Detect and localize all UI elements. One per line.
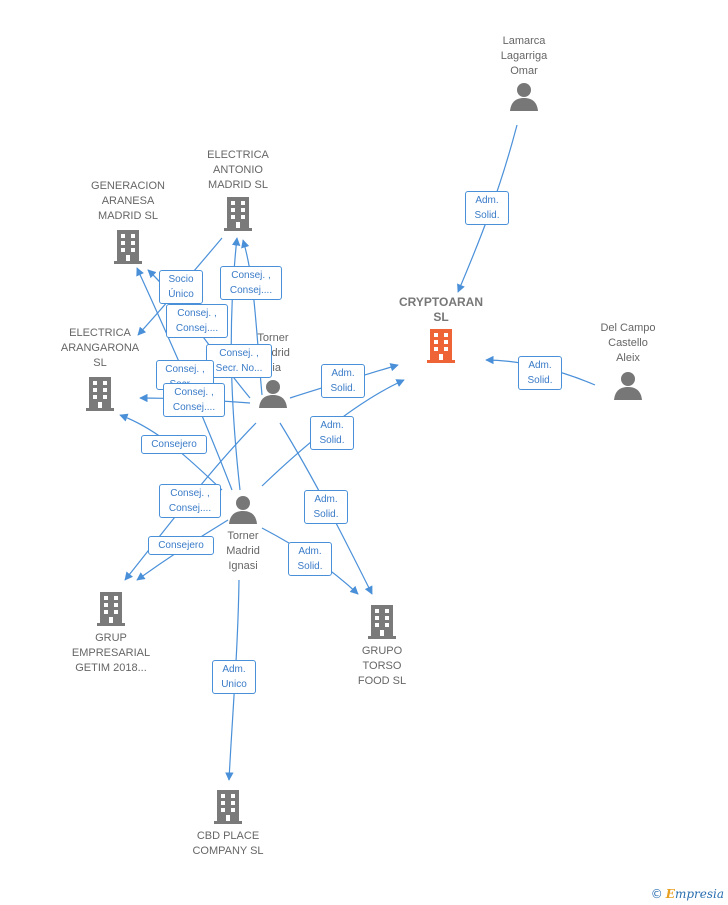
node-cbd-place[interactable]: CBD PLACE COMPANY SL <box>176 788 280 859</box>
edge-label-ignasi-adm-crypto[interactable]: Adm. Solid. <box>310 416 354 450</box>
building-icon <box>224 197 252 231</box>
edge-label-consej-4[interactable]: Consej. , Consej.... <box>163 383 225 417</box>
edge-label-p2-adm-torso[interactable]: Adm. Solid. <box>304 490 348 524</box>
edge-label-consejero-1[interactable]: Consejero <box>141 435 207 454</box>
node-grup-empresarial[interactable]: GRUP EMPRESARIAL GETIM 2018... <box>56 590 166 676</box>
brand-initial: E <box>665 887 675 901</box>
edge-label-consej-2[interactable]: Consej. , Consej.... <box>166 304 228 338</box>
building-icon <box>86 377 114 411</box>
node-generacion[interactable]: GENERACION ARANESA MADRID SL <box>80 179 176 269</box>
person-icon <box>229 496 257 524</box>
edge-label-consej-secr[interactable]: Consej. , Secr. No... <box>206 344 272 378</box>
node-lamarca[interactable]: Lamarca Lagarriga Omar <box>478 34 570 116</box>
edge-label-adm-unico[interactable]: Adm. Unico <box>212 660 256 694</box>
edge-label-consej-1[interactable]: Consej. , Consej.... <box>220 266 282 300</box>
copyright-symbol: © <box>650 887 663 901</box>
person-icon <box>510 83 538 111</box>
brand-logo[interactable]: ©Empresia <box>651 887 724 901</box>
node-label: GRUPO TORSO FOOD SL <box>357 645 407 687</box>
edge-label-lamarca-adm[interactable]: Adm. Solid. <box>465 191 509 225</box>
edge-label-ignasi-adm-torso[interactable]: Adm. Solid. <box>288 542 332 576</box>
building-icon <box>114 230 142 264</box>
building-icon <box>214 790 242 824</box>
person-icon <box>259 380 287 408</box>
edge-label-socio-unico[interactable]: Socio Único <box>159 270 203 304</box>
edge-label-consej-5[interactable]: Consej. , Consej.... <box>159 484 221 518</box>
node-label: GENERACION ARANESA MADRID SL <box>91 180 165 222</box>
node-label: GRUP EMPRESARIAL GETIM 2018... <box>71 632 151 674</box>
brand-name: mpresia <box>674 887 724 901</box>
node-label: CRYPTOARAN SL <box>398 295 483 324</box>
node-torner-ignasi[interactable]: Torner Madrid Ignasi <box>208 494 278 574</box>
node-label: ELECTRICA ANTONIO MADRID SL <box>207 149 269 191</box>
node-delcampo[interactable]: Del Campo Castello Aleix <box>584 321 672 405</box>
building-icon <box>97 592 125 626</box>
edge-label-p2-adm-crypto[interactable]: Adm. Solid. <box>321 364 365 398</box>
building-icon <box>427 329 455 363</box>
building-icon <box>368 605 396 639</box>
person-icon <box>614 372 642 400</box>
node-electrica-antonio[interactable]: ELECTRICA ANTONIO MADRID SL <box>192 148 284 236</box>
node-label: CBD PLACE COMPANY SL <box>192 830 264 857</box>
node-label: ELECTRICA ARANGARONA SL <box>60 327 140 369</box>
node-label: Del Campo Castello Aleix <box>600 322 656 364</box>
edge-label-delcampo-adm[interactable]: Adm. Solid. <box>518 356 562 390</box>
edge-label-consejero-2[interactable]: Consejero <box>148 536 214 555</box>
node-cryptoaran[interactable]: CRYPTOARAN SL <box>388 295 494 368</box>
node-label: Torner Madrid Ignasi <box>226 530 260 572</box>
node-electrica-arangarona[interactable]: ELECTRICA ARANGARONA SL <box>50 326 150 416</box>
node-label: Lamarca Lagarriga Omar <box>500 35 548 77</box>
node-grupo-torso[interactable]: GRUPO TORSO FOOD SL <box>336 603 428 689</box>
